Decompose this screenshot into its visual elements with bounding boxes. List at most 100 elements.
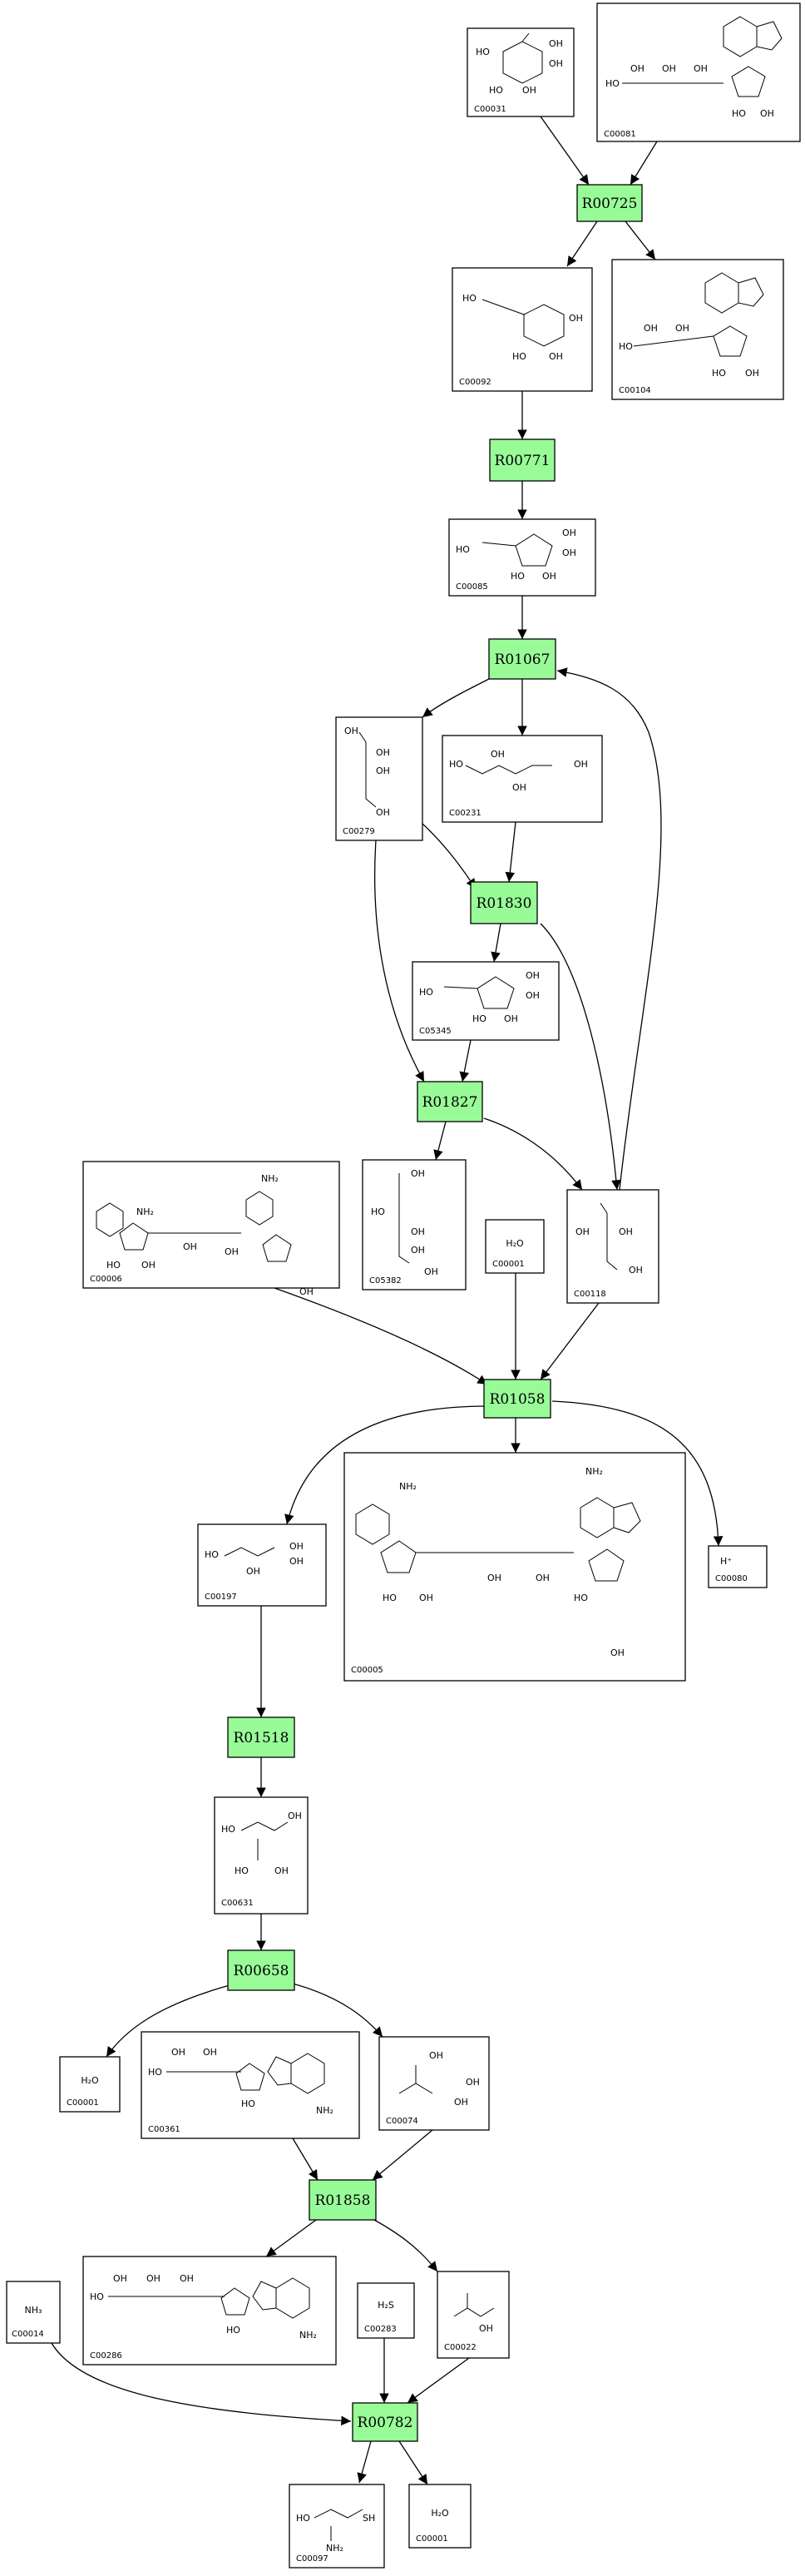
formula-text: OH [246, 1566, 260, 1577]
compound-c00006[interactable]: NH₂ NH₂ HO OH OH OH OH C00006 [82, 1161, 340, 1297]
molecule-sketch [224, 1547, 275, 1557]
molecule-sketch [398, 2065, 433, 2094]
formula-text: OH [274, 1865, 289, 1876]
edge-c00074-r01858 [372, 2129, 433, 2181]
edge-c00279-r01830 [422, 823, 477, 889]
formula-text: OH [644, 323, 658, 334]
formula-text: HO [148, 2067, 162, 2078]
formula-text: OH [562, 528, 576, 538]
compound-c00286[interactable]: HO OH OH OH HO NH₂ C00286 [82, 2256, 337, 2365]
edge-c00022-r00782 [407, 2357, 470, 2404]
formula-text: OH [171, 2047, 185, 2058]
formula-text: HO [456, 544, 470, 555]
molecule-sketch [355, 1497, 641, 1582]
formula-text: NH₂ [326, 2543, 343, 2554]
compound-label: C00081 [604, 130, 636, 139]
compound-c00283[interactable]: H₂S C00283 [357, 2282, 415, 2339]
compound-c00279[interactable]: OH OH OH OH C00279 [335, 716, 423, 841]
compound-label: C00286 [90, 2351, 122, 2361]
reaction-r00771[interactable]: R00771 [489, 438, 556, 482]
compound-label: C00074 [386, 2117, 418, 2126]
formula-text: H⁺ [720, 1556, 732, 1567]
formula-text: OH [288, 1811, 302, 1821]
formula-text: H₂O [506, 1238, 524, 1249]
reaction-r01058[interactable]: R01058 [483, 1379, 551, 1419]
compound-label: C00283 [364, 2325, 397, 2334]
compound-c00197[interactable]: HO OH OH OH C00197 [197, 1523, 327, 1607]
reaction-r01858[interactable]: R01858 [309, 2179, 377, 2221]
compound-c00080[interactable]: H⁺ C00080 [708, 1545, 768, 1588]
formula-text: OH [344, 726, 358, 736]
compound-c00085[interactable]: HO OH OH HO OH C00085 [448, 518, 596, 597]
formula-text: OH [542, 571, 556, 582]
edge-c00014-r00782 [51, 2342, 352, 2426]
formula-text: H₂S [378, 2300, 394, 2311]
edge-r01067-c00279 [422, 673, 500, 718]
formula-text: NH₂ [299, 2330, 317, 2341]
formula-text: OH [479, 2323, 493, 2334]
reaction-r01830[interactable]: R01830 [470, 881, 538, 924]
molecule-sketch [465, 765, 552, 775]
reaction-label: R01067 [495, 651, 551, 668]
edge-c00118-r01067 [556, 667, 662, 1191]
compound-c05382[interactable]: OH HO OH OH OH C05382 [362, 1159, 467, 1290]
reaction-r00658[interactable]: R00658 [227, 1949, 295, 1991]
reaction-label: R01058 [490, 1391, 546, 1408]
formula-text: HO [574, 1593, 588, 1603]
compound-label: C00197 [205, 1593, 237, 1602]
reaction-r01827[interactable]: R01827 [417, 1081, 483, 1122]
reaction-label: R00725 [582, 196, 638, 212]
formula-text: OH [411, 1168, 425, 1179]
compound-c00001-b[interactable]: H₂O C00001 [59, 2056, 121, 2113]
formula-text: OH [536, 1573, 550, 1583]
compound-c00631[interactable]: HO OH HO OH C00631 [214, 1796, 309, 1915]
compound-label: C00231 [449, 809, 482, 818]
compound-c00361[interactable]: HO OH OH HO NH₂ C00361 [141, 2031, 360, 2139]
compound-c00001-a[interactable]: H₂O C00001 [485, 1219, 545, 1274]
formula-text: OH [491, 749, 505, 760]
molecule-sketch [108, 2277, 310, 2319]
formula-text: OH [610, 1647, 625, 1658]
formula-text: OH [675, 323, 689, 334]
compound-c00092[interactable]: HO OH HO OH C00092 [452, 267, 593, 392]
reaction-r01518[interactable]: R01518 [227, 1717, 295, 1758]
formula-text: OH [522, 85, 536, 96]
molecule-sketch [633, 272, 764, 357]
edge-r01858-c00286 [265, 2219, 317, 2257]
formula-text: HO [90, 2291, 104, 2302]
compound-label: C05345 [419, 1027, 452, 1036]
formula-text: HO [489, 85, 503, 96]
compound-c00104[interactable]: HO OH OH HO OH C00104 [611, 259, 784, 400]
reaction-r00725[interactable]: R00725 [576, 184, 643, 222]
formula-text: HO [371, 1206, 385, 1217]
reaction-label: R01827 [422, 1094, 478, 1111]
compound-c00014[interactable]: NH₃ C00014 [6, 2281, 61, 2344]
edge-c00031-r00725 [540, 116, 590, 186]
formula-text: OH [526, 970, 540, 981]
formula-text: OH [466, 2077, 480, 2088]
molecule-sketch [240, 1821, 289, 1860]
compound-c00022[interactable]: OH C00022 [437, 2271, 510, 2359]
reaction-r01067[interactable]: R01067 [488, 638, 556, 680]
molecule-sketch [358, 731, 377, 808]
compound-c05345[interactable]: HO OH OH HO OH C05345 [412, 961, 560, 1041]
compound-c00231[interactable]: HO OH OH OH C00231 [442, 735, 603, 823]
reaction-r00782[interactable]: R00782 [352, 2402, 418, 2442]
formula-text: OH [146, 2273, 161, 2284]
molecule-sketch [314, 2509, 363, 2541]
formula-text: OH [429, 2050, 443, 2061]
compound-c00005[interactable]: NH₂ NH₂ HO OH OH OH HO OH C00005 [343, 1452, 686, 1682]
formula-text: H₂O [431, 2508, 449, 2519]
formula-text: H₂O [81, 2075, 99, 2086]
compound-c00097[interactable]: HO SH NH₂ C00097 [289, 2484, 385, 2569]
compound-c00001-c[interactable]: H₂O C00001 [408, 2484, 472, 2549]
formula-text: OH [141, 1260, 156, 1271]
formula-text: HO [241, 2098, 255, 2109]
compound-c00074[interactable]: OH OH OH C00074 [378, 2036, 490, 2131]
compound-c00118[interactable]: OH OH OH C00118 [566, 1189, 659, 1304]
compound-label: C00118 [574, 1290, 606, 1299]
compound-c00081[interactable]: HO OH OH OH HO OH C00081 [596, 2, 801, 142]
compound-c00031[interactable]: HO OH OH HO OH C00031 [467, 27, 575, 117]
formula-text: HO [296, 2513, 310, 2524]
